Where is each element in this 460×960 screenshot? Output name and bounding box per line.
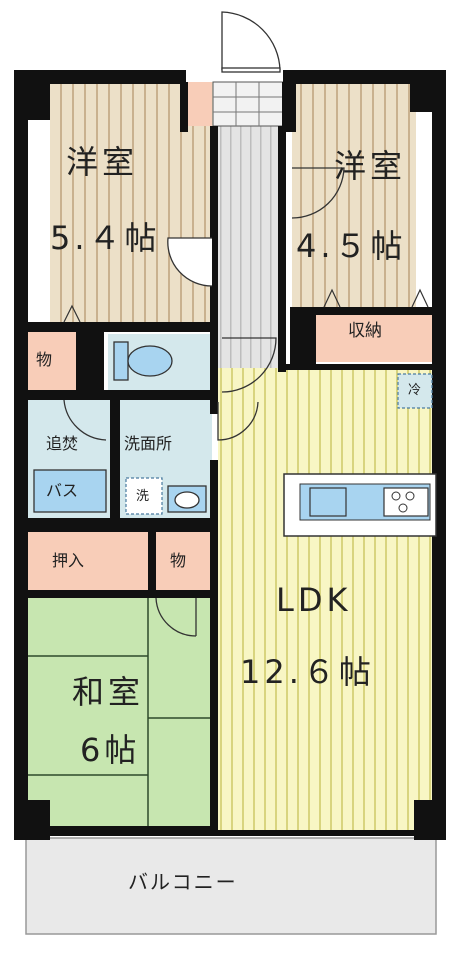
ldk-floor (218, 368, 436, 833)
entrance-step-left (186, 82, 212, 126)
ldk-size: 12.６帖 (240, 653, 375, 691)
mono-upper-closet (26, 330, 76, 390)
bath-label: バス (46, 481, 79, 500)
western-room-left-name: 洋室 (66, 143, 139, 181)
japanese-room-floor (26, 598, 212, 833)
oshiire-label: 押入 (52, 551, 85, 570)
washer-label: 洗 (136, 489, 150, 504)
mono-lower-closet (154, 532, 212, 590)
walls (14, 70, 446, 840)
entrance-tiles (212, 81, 284, 127)
japanese-room-size: 6帖 (80, 731, 141, 769)
western-room-left-size: 5.４帖 (50, 219, 161, 257)
japanese-room-name: 和室 (72, 673, 145, 711)
fridge-space (397, 373, 433, 409)
doors (63, 167, 345, 637)
oshiire-closet (26, 532, 148, 590)
washroom-label: 洗面所 (124, 434, 173, 453)
closet-top-right (316, 312, 436, 362)
storage-closet-label: 収納 (348, 321, 382, 341)
toilet-fixture (113, 341, 173, 381)
hallway-floor (218, 82, 278, 387)
tatami-lines (26, 598, 212, 833)
mono-upper-label: 物 (36, 350, 53, 369)
wash-basin (167, 485, 207, 513)
bathtub (33, 469, 107, 513)
mono-lower-label: 物 (170, 551, 187, 570)
window-markers (63, 288, 429, 323)
western-room-right-size: 4.５帖 (296, 227, 407, 265)
western-room-right-name: 洋室 (334, 147, 407, 185)
balcony-label: バルコニー (128, 870, 238, 894)
balcony-area (25, 837, 437, 935)
ldk-name: LDK (276, 581, 352, 619)
washer-pan (125, 477, 163, 515)
western-room-right-floor (292, 82, 416, 307)
kitchen-counter (283, 473, 437, 537)
reheat-label: 追焚 (46, 434, 79, 453)
entrance-door (221, 11, 281, 73)
fridge-label: 冷 (408, 383, 422, 398)
